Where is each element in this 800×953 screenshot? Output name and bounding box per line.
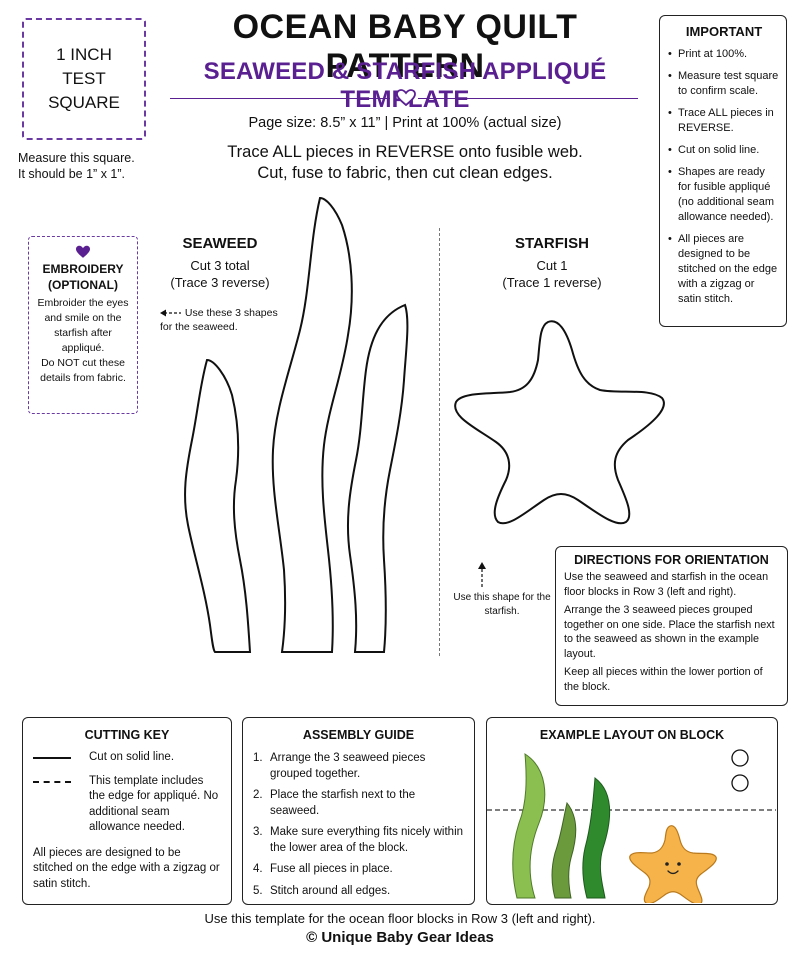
heart-outline-icon: [396, 89, 416, 107]
important-item: Measure test square to confirm scale.: [668, 69, 780, 99]
cutting-key-note: All pieces are designed to be stitched o…: [33, 846, 220, 890]
seaweed-hint: Use these 3 shapes for the seaweed.: [160, 307, 278, 333]
example-layout-illustration: [487, 749, 776, 903]
directions-paragraph: Use the seaweed and starfish in the ocea…: [564, 571, 769, 598]
example-layout-heading: EXAMPLE LAYOUT ON BLOCK: [539, 728, 725, 742]
page-size-info: Page size: 8.5” x 11” | Print at 100% (a…: [248, 115, 562, 131]
cutting-key-heading: CUTTING KEY: [84, 728, 170, 742]
button-circle-icon: [731, 749, 749, 767]
assembly-step: 4.Fuse all pieces in place.: [253, 863, 393, 875]
assembly-step: 2.Place the starfish next to the seaweed…: [253, 789, 416, 817]
important-list: Print at 100%. Measure test square to co…: [668, 47, 780, 307]
starfish-eye: [665, 862, 669, 866]
seaweed-heading: SEAWEED: [182, 235, 258, 252]
assembly-step: 1.Arrange the 3 seaweed pieces grouped t…: [253, 752, 426, 780]
starfish-eye: [677, 862, 681, 866]
page-title: OCEAN BABY QUILT PATTERN: [232, 8, 578, 85]
important-heading: IMPORTANT: [685, 24, 763, 39]
cutting-key-box: CUTTING KEY Cut on solid line. This temp…: [22, 717, 232, 905]
important-item: Shapes are ready for fusible appliqué (n…: [668, 165, 780, 225]
title-divider-right: [418, 98, 638, 99]
example-seaweed-light: [512, 753, 546, 899]
heart-icon: [76, 245, 90, 258]
embroidery-warning: Do NOT cut these details from fabric.: [40, 357, 126, 384]
cutting-key-solid-row: Cut on solid line.: [33, 750, 221, 766]
example-starfish: [629, 825, 717, 903]
starfish-trace-count: (Trace 1 reverse): [502, 275, 602, 290]
test-square: 1 INCH TEST SQUARE: [22, 18, 146, 140]
assembly-step: 3.Make sure everything fits nicely withi…: [253, 826, 464, 854]
embroidery-body: Embroider the eyes and smile on the star…: [37, 297, 129, 354]
important-item: Cut on solid line.: [668, 143, 780, 158]
seaweed-piece-small: [184, 358, 252, 653]
example-layout-box: EXAMPLE LAYOUT ON BLOCK: [486, 717, 778, 905]
assembly-step: 5.Stitch around all edges.: [253, 884, 391, 897]
example-seaweed-dark: [582, 777, 610, 899]
assembly-heading: ASSEMBLY GUIDE: [302, 728, 415, 742]
cutting-key-dashed-row: This template includes the edge for appl…: [33, 774, 221, 836]
dashed-line-icon: [33, 780, 71, 783]
starfish-cut-count: Cut 1: [536, 258, 568, 273]
example-seaweed-mid: [551, 801, 577, 899]
seaweed-trace-count: (Trace 3 reverse): [170, 275, 270, 290]
assembly-steps: 1.Arrange the 3 seaweed pieces grouped t…: [253, 751, 464, 899]
copyright: © Unique Baby Gear Ideas: [306, 929, 494, 946]
directions-paragraph: Keep all pieces within the lower portion…: [564, 666, 763, 693]
seaweed-piece-medium: [346, 303, 409, 653]
important-item: Print at 100%.: [668, 47, 780, 62]
starfish-heading: STARFISH: [515, 235, 589, 252]
cut-instruction: Cut, fuse to fabric, then cut clean edge…: [257, 164, 553, 182]
embroidery-box: EMBROIDERY (OPTIONAL) Embroider the eyes…: [28, 236, 138, 414]
test-square-label: 1 INCH TEST SQUARE: [48, 45, 120, 112]
important-item: Trace ALL pieces in REVERSE.: [668, 106, 780, 136]
trace-instruction: Trace ALL pieces in REVERSE onto fusible…: [227, 143, 583, 161]
button-circle-icon: [731, 774, 749, 792]
section-divider: [439, 228, 440, 656]
directions-heading: DIRECTIONS FOR ORIENTATION: [574, 553, 769, 567]
test-square-note: Measure this square. It should be 1” x 1…: [18, 151, 135, 181]
important-box: IMPORTANT Print at 100%. Measure test sq…: [659, 15, 787, 327]
seaweed-piece-tall: [271, 196, 353, 653]
starfish-piece: [454, 320, 665, 525]
seaweed-cut-count: Cut 3 total: [190, 258, 250, 273]
arrow-left-icon: [160, 309, 181, 317]
dashed-line-label: This template includes the edge for appl…: [89, 774, 219, 834]
directions-paragraph: Arrange the 3 seaweed pieces grouped tog…: [564, 604, 775, 660]
starfish-smile: [667, 870, 679, 875]
footer-note: Use this template for the ocean floor bl…: [204, 911, 596, 926]
solid-line-icon: [33, 757, 71, 759]
directions-box: DIRECTIONS FOR ORIENTATION Use the seawe…: [555, 546, 788, 706]
embroidery-heading: EMBROIDERY (OPTIONAL): [42, 262, 124, 292]
solid-line-label: Cut on solid line.: [89, 751, 175, 763]
arrow-up-icon: [478, 562, 486, 588]
starfish-hint: Use this shape for the starfish.: [453, 592, 551, 617]
important-item: All pieces are designed to be stitched o…: [668, 232, 780, 307]
assembly-guide-box: ASSEMBLY GUIDE 1.Arrange the 3 seaweed p…: [242, 717, 475, 905]
title-divider-left: [170, 98, 390, 99]
